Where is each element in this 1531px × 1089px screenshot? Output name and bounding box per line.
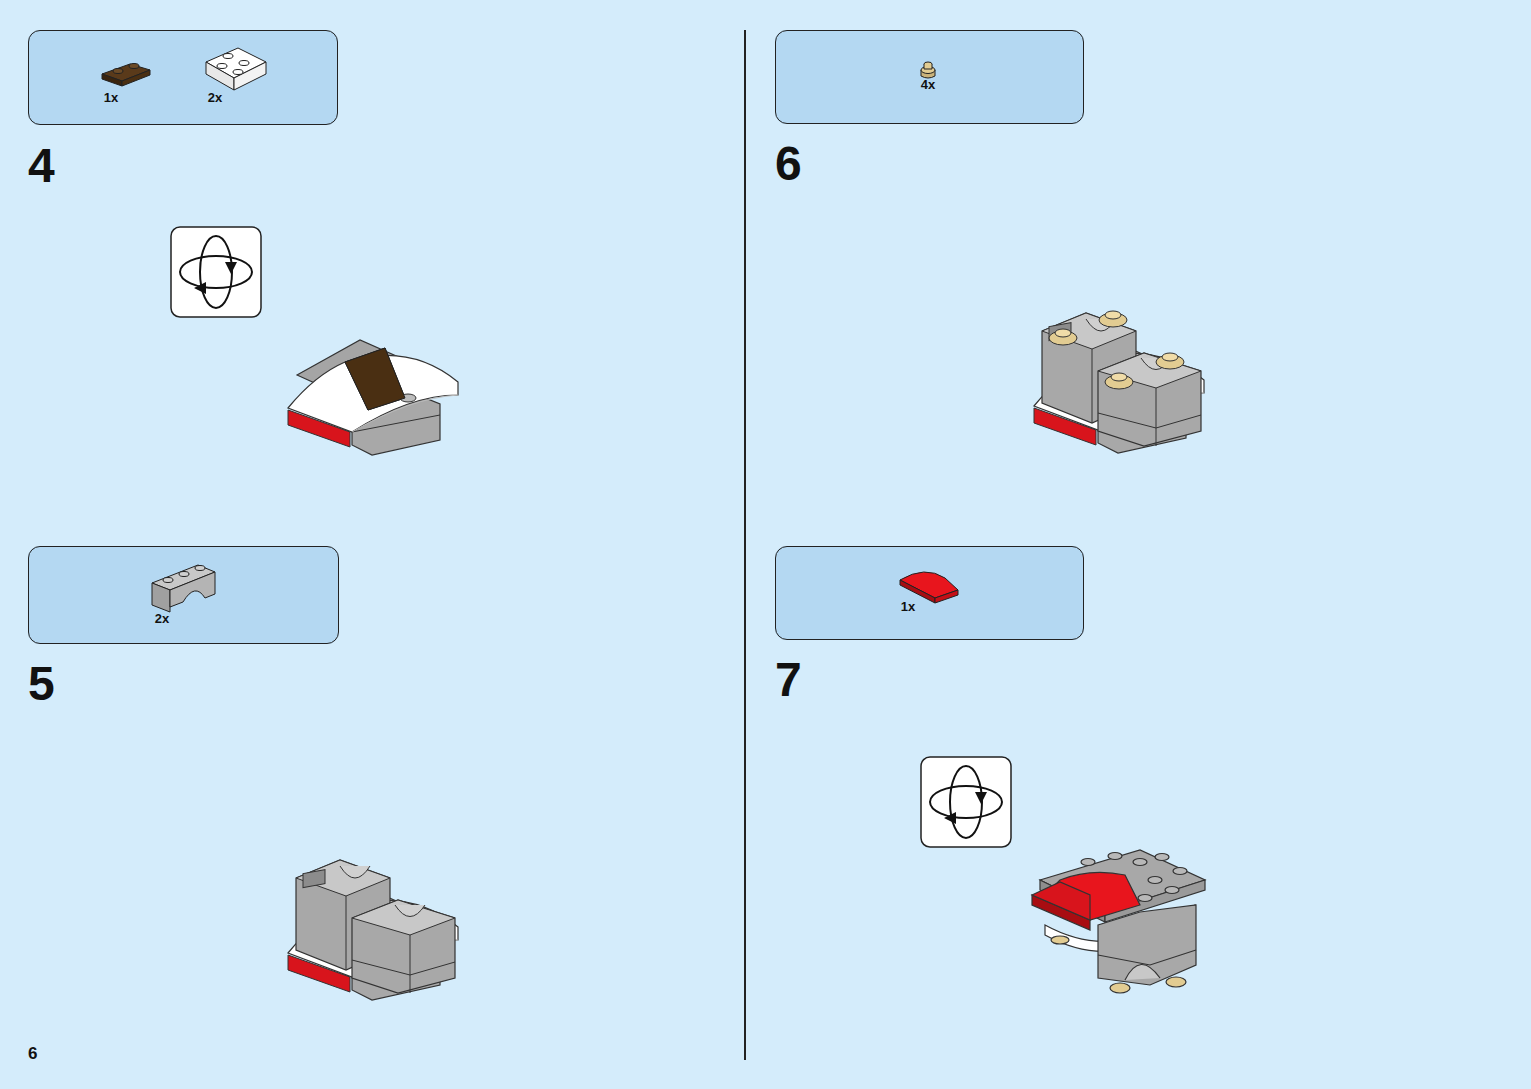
parts-callout: 1x xyxy=(775,546,1084,640)
rotate-icon xyxy=(921,757,1011,847)
step-number: 4 xyxy=(28,142,55,190)
part-count: 2x xyxy=(155,611,169,626)
callout-fill xyxy=(28,30,1084,644)
column-divider xyxy=(745,30,746,1060)
part-count: 1x xyxy=(901,599,915,614)
step-7-model xyxy=(1032,850,1205,993)
parts-callout: 4x xyxy=(775,30,1084,124)
parts-callout: 2x xyxy=(28,546,339,644)
part-icons xyxy=(102,48,958,612)
part-count: 2x xyxy=(208,90,222,105)
part-count: 1x xyxy=(104,90,118,105)
step-number: 6 xyxy=(775,140,802,188)
step-6-model xyxy=(1034,0,1204,453)
step-number: 5 xyxy=(28,660,55,708)
parts-callout: 1x 2x xyxy=(28,30,338,125)
part-count: 4x xyxy=(921,77,935,92)
step-5-arches xyxy=(296,348,455,993)
tan-round-plates xyxy=(1049,311,1184,389)
rotate-icon xyxy=(171,227,261,317)
page-number: 6 xyxy=(28,1045,37,1062)
step-number: 7 xyxy=(775,656,802,704)
